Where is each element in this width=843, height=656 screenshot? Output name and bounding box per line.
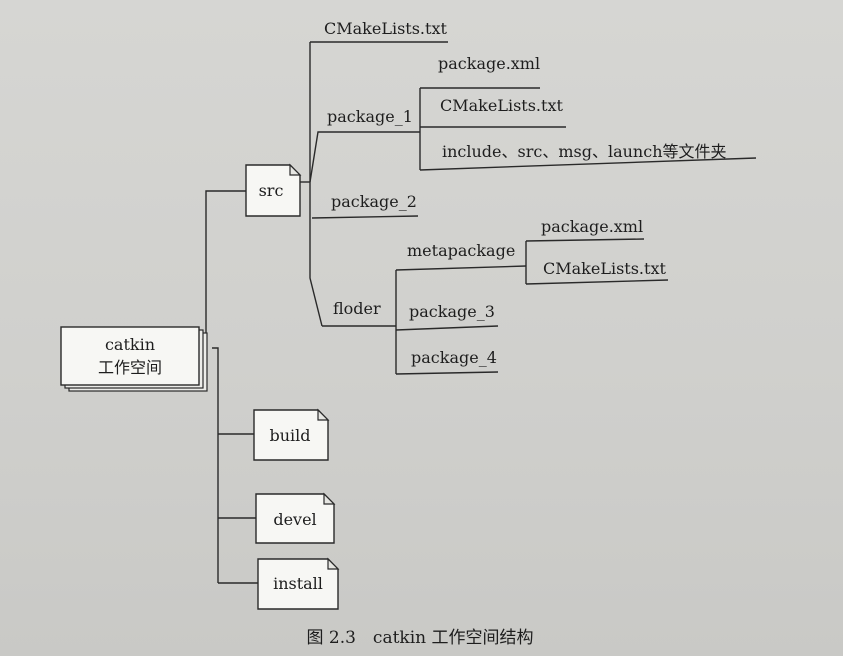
root-label-line2: 工作空间 xyxy=(98,358,162,377)
line-meta-cmake xyxy=(525,279,669,285)
src-box xyxy=(245,164,301,217)
line-meta-xml xyxy=(525,238,645,242)
line-package1-others xyxy=(419,157,757,171)
folder-build: build xyxy=(253,408,330,461)
metapackage-label: metapackage xyxy=(407,241,515,260)
devel-fold-icon xyxy=(323,492,336,505)
package1-xml-label: package.xml xyxy=(438,54,540,73)
figure-caption: 图 2.3 catkin 工作空间结构 xyxy=(306,628,533,648)
package1-others-label: include、src、msg、launch等文件夹 xyxy=(442,142,727,161)
folder-install: install xyxy=(257,557,340,610)
line-src-package1 xyxy=(309,131,420,183)
line-src-package2 xyxy=(311,215,419,219)
src-fold-icon xyxy=(289,163,302,176)
package1-label: package_1 xyxy=(327,107,413,126)
package1-cmake-label: CMakeLists.txt xyxy=(440,96,563,115)
line-src-trunk xyxy=(309,42,323,327)
line-floder-pkg3 xyxy=(395,325,499,331)
line-root-trunk xyxy=(212,347,219,583)
package2-label: package_2 xyxy=(331,192,417,211)
package3-label: package_3 xyxy=(409,302,495,321)
install-fold-icon xyxy=(327,557,340,570)
src-cmakelists-label: CMakeLists.txt xyxy=(324,19,447,38)
line-root-src xyxy=(205,190,246,338)
src-label: src xyxy=(259,181,284,200)
install-label: install xyxy=(273,574,323,593)
install-box xyxy=(257,558,339,610)
line-floder-meta xyxy=(395,265,527,271)
root-box xyxy=(60,326,200,386)
folder-devel: devel xyxy=(255,492,336,544)
package4-label: package_4 xyxy=(411,348,497,367)
connector-lines xyxy=(205,41,757,584)
root-node: catkin 工作空间 xyxy=(60,326,208,392)
meta-xml-label: package.xml xyxy=(541,217,643,236)
build-box xyxy=(253,409,329,461)
devel-box xyxy=(255,493,335,544)
line-floder-pkg4 xyxy=(395,371,499,375)
devel-label: devel xyxy=(273,510,316,529)
build-label: build xyxy=(269,426,310,445)
floder-label: floder xyxy=(333,299,381,318)
build-fold-icon xyxy=(317,408,330,421)
root-label-line1: catkin xyxy=(105,335,155,354)
meta-cmake-label: CMakeLists.txt xyxy=(543,259,666,278)
folder-src: src xyxy=(245,163,302,217)
